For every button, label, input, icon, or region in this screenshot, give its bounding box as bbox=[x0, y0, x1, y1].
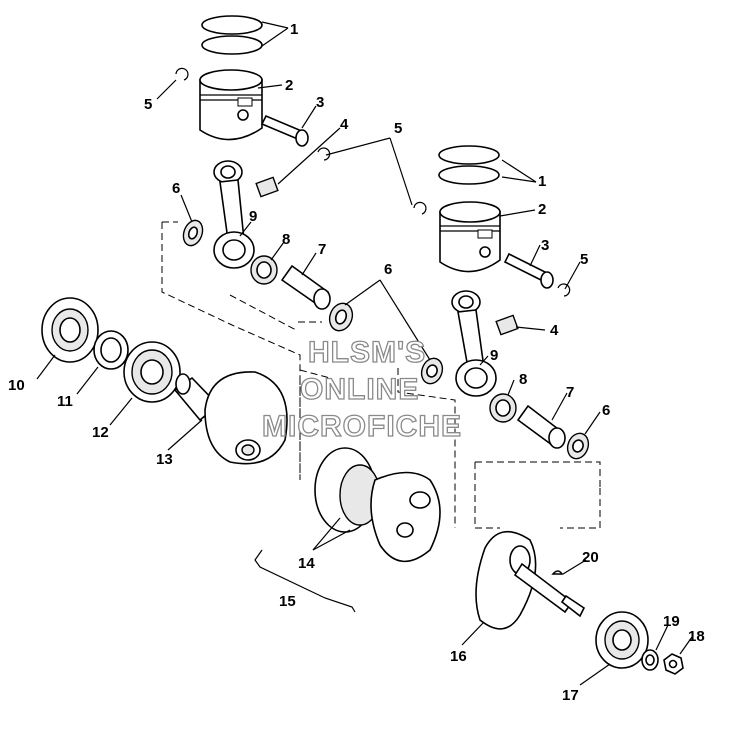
main-bearing-left-outer bbox=[41, 297, 99, 363]
crankshaft-center-section bbox=[314, 447, 441, 563]
callout-8-left: 8 bbox=[282, 231, 290, 248]
callout-7-right: 7 bbox=[566, 384, 574, 401]
callout-12: 12 bbox=[92, 424, 109, 441]
circlip-left-top bbox=[175, 67, 189, 81]
watermark-line-2: ONLINE bbox=[300, 373, 419, 406]
crank-pin-left bbox=[280, 264, 331, 310]
thrust-washer-left bbox=[182, 219, 204, 247]
piston-rings-right bbox=[438, 145, 500, 185]
thrust-washer-right bbox=[566, 432, 590, 460]
main-bearing-left-inner bbox=[123, 341, 181, 403]
callout-9-right: 9 bbox=[490, 347, 498, 364]
crank-pin-right bbox=[516, 404, 566, 449]
watermark-line-1: HLSM'S bbox=[308, 336, 426, 369]
callout-11: 11 bbox=[57, 393, 73, 410]
piston-pin-left bbox=[260, 114, 309, 147]
callout-2-left: 2 bbox=[285, 77, 293, 94]
leader-lines bbox=[36, 21, 693, 686]
circlip-left-right bbox=[317, 147, 331, 161]
piston-rings-left bbox=[201, 15, 263, 55]
callout-20: 20 bbox=[582, 549, 599, 566]
needle-bearing-right-small bbox=[495, 314, 519, 336]
lock-washer bbox=[641, 649, 659, 671]
callout-14: 14 bbox=[298, 555, 315, 572]
circlip-right-top bbox=[413, 201, 427, 215]
callout-4-left: 4 bbox=[340, 116, 349, 133]
callout-2-right: 2 bbox=[538, 201, 546, 218]
callout-10: 10 bbox=[8, 377, 25, 394]
main-bearing-right bbox=[595, 611, 649, 669]
needle-bearing-left-large bbox=[250, 255, 278, 285]
callout-3-right: 3 bbox=[541, 237, 549, 254]
callout-6-right: 6 bbox=[602, 402, 610, 419]
crankshaft-half-right bbox=[475, 530, 586, 630]
callout-3-left: 3 bbox=[316, 94, 324, 111]
piston-left bbox=[199, 69, 263, 141]
callout-8-right: 8 bbox=[519, 371, 527, 388]
assembly-bracket-15 bbox=[254, 549, 356, 613]
callout-4-right: 4 bbox=[550, 322, 559, 339]
callout-labels: 1 2 5 3 4 5 6 9 8 7 6 10 11 12 13 14 15 … bbox=[8, 21, 705, 704]
needle-bearing-left-small bbox=[255, 176, 279, 198]
watermark: HLSM'S ONLINE MICROFICHE bbox=[261, 335, 462, 443]
thrust-washer-center-lower bbox=[420, 357, 444, 385]
callout-16: 16 bbox=[450, 648, 467, 665]
connecting-rod-left bbox=[213, 160, 255, 269]
callout-15: 15 bbox=[279, 593, 296, 610]
callout-6-left: 6 bbox=[172, 180, 180, 197]
callout-7-left: 7 bbox=[318, 241, 326, 258]
seal-ring-left bbox=[93, 330, 129, 370]
woodruff-key bbox=[551, 570, 564, 575]
circlip-right-side bbox=[557, 283, 571, 297]
assembly-dashed-lines bbox=[161, 221, 601, 529]
callout-19: 19 bbox=[663, 613, 680, 630]
piston-pin-right bbox=[503, 252, 554, 289]
callout-5-center: 5 bbox=[394, 120, 402, 137]
callout-17: 17 bbox=[562, 687, 579, 704]
callout-5-left: 5 bbox=[144, 96, 152, 113]
callout-9-left: 9 bbox=[249, 208, 257, 225]
crankshaft-half-left bbox=[173, 371, 288, 465]
callout-6-center: 6 bbox=[384, 261, 392, 278]
thrust-washer-center bbox=[328, 302, 354, 332]
connecting-rod-right bbox=[451, 290, 497, 397]
needle-bearing-right-large bbox=[489, 393, 517, 423]
callout-13: 13 bbox=[156, 451, 173, 468]
callout-1-left: 1 bbox=[290, 21, 298, 38]
callout-1-right: 1 bbox=[538, 173, 546, 190]
callout-18: 18 bbox=[688, 628, 705, 645]
piston-right bbox=[439, 201, 501, 273]
callout-5-right: 5 bbox=[580, 251, 588, 268]
watermark-line-3: MICROFICHE bbox=[262, 410, 462, 443]
crank-nut bbox=[663, 653, 684, 675]
